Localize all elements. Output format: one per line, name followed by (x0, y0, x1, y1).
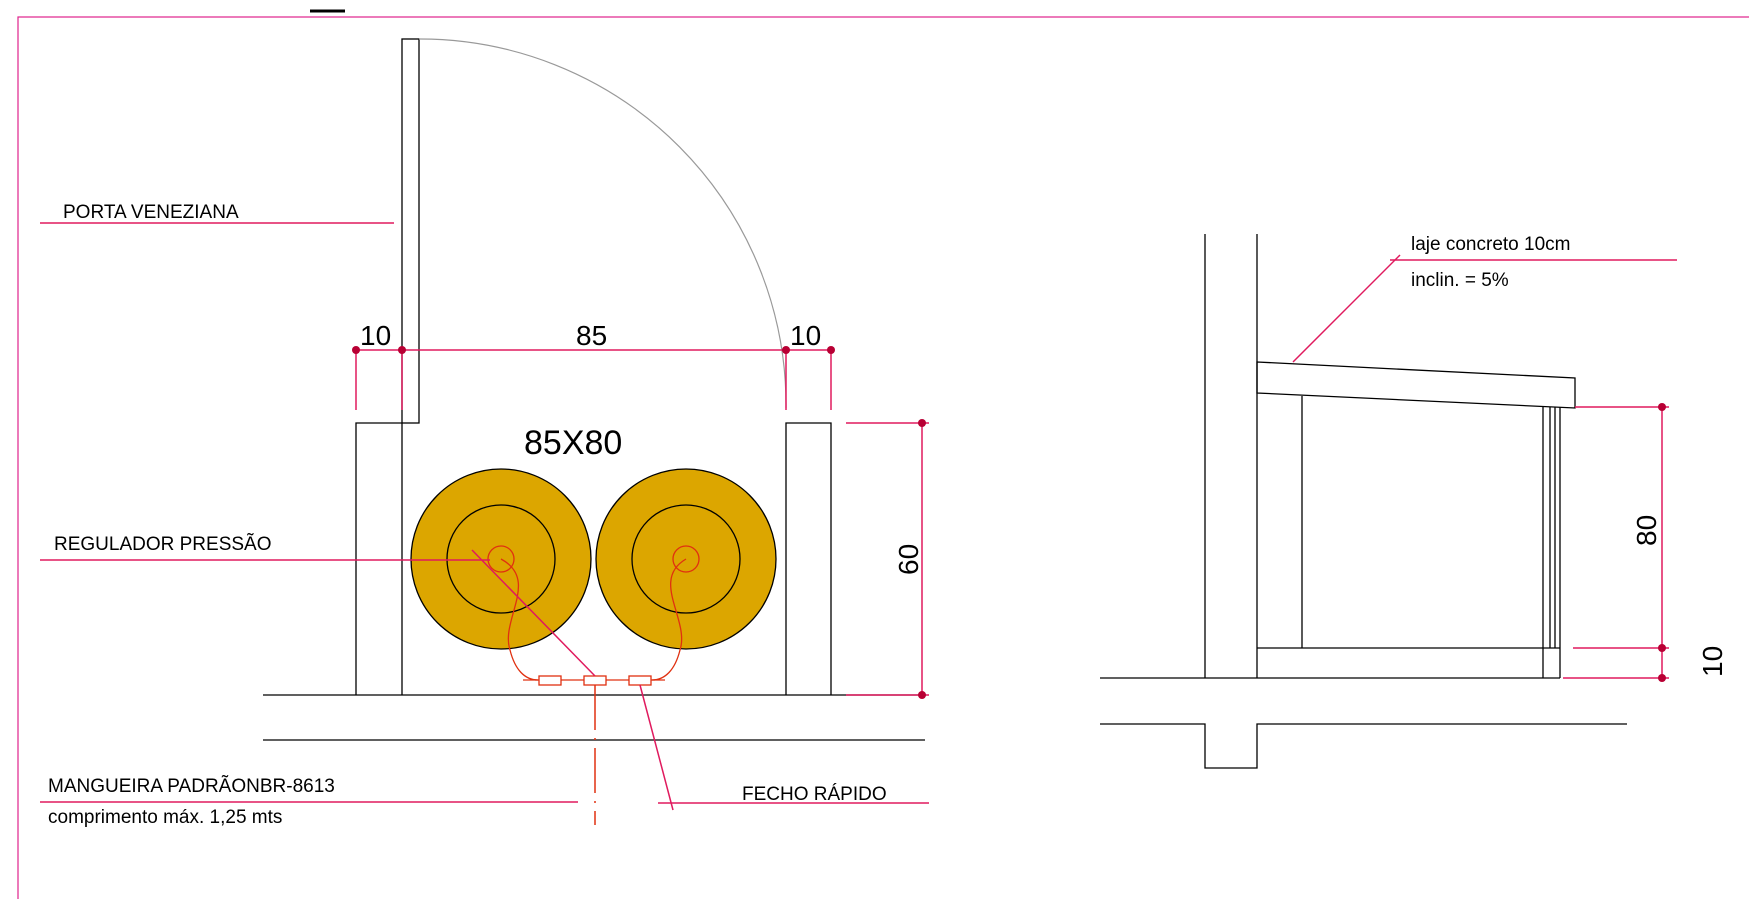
dim-dot-2 (398, 346, 406, 354)
dim-text-height: 60 (893, 544, 924, 575)
leader-laje-diag (1292, 254, 1401, 363)
leader-fecho-diag (639, 684, 674, 811)
label-laje-concreto: laje concreto 10cm (1411, 234, 1570, 255)
label-porta-veneziana: PORTA VENEZIANA (63, 202, 239, 223)
dim-v-dot-top (918, 419, 926, 427)
section-view: laje concreto 10cm inclin. = 5% 80 10 (1100, 234, 1728, 769)
label-inclinacao: inclin. = 5% (1411, 270, 1509, 291)
door-leaf (401, 38, 420, 424)
dim-dot-3 (782, 346, 790, 354)
hose-right (651, 558, 687, 681)
drawing-frame (17, 16, 1749, 899)
label-size: 85X80 (524, 424, 622, 462)
plan-right-wall (785, 422, 832, 695)
plan-left-wall (355, 422, 403, 695)
section-dim-dot-bottom (1658, 674, 1666, 682)
quick-coupling-center (583, 675, 607, 686)
dim-text-left: 10 (360, 320, 391, 351)
concrete-slab (1256, 361, 1576, 409)
section-dim-dot-top (1658, 403, 1666, 411)
leader-regulador-diag (471, 549, 596, 677)
plan-view: PORTA VENEZIANA REGULADOR PRESSÃO MANGUE… (40, 38, 929, 828)
dim-dot-4 (827, 346, 835, 354)
quick-coupling-left (538, 675, 562, 686)
dim-dot-1 (352, 346, 360, 354)
door-swing-arc (418, 38, 787, 409)
cylinder-left-valve (487, 545, 515, 573)
label-comprimento: comprimento máx. 1,25 mts (48, 807, 282, 828)
dim-text-80: 80 (1631, 515, 1662, 546)
dim-text-right: 10 (790, 320, 821, 351)
hose-left (500, 558, 539, 681)
quick-coupling-right (628, 675, 652, 686)
section-footing (1100, 723, 1627, 769)
cylinder-right-ring (631, 504, 741, 614)
dim-v-dot-bottom (918, 691, 926, 699)
cylinder-right-valve (672, 545, 700, 573)
dim-text-10: 10 (1697, 646, 1728, 677)
label-mangueira: MANGUEIRA PADRÃONBR-8613 (48, 775, 335, 797)
label-fecho-rapido: FECHO RÁPIDO (742, 784, 887, 805)
label-regulador-pressao: REGULADOR PRESSÃO (54, 533, 272, 555)
cylinder-left-ring (446, 504, 556, 614)
dim-text-center: 85 (576, 320, 607, 351)
section-dim-dot-mid (1658, 644, 1666, 652)
